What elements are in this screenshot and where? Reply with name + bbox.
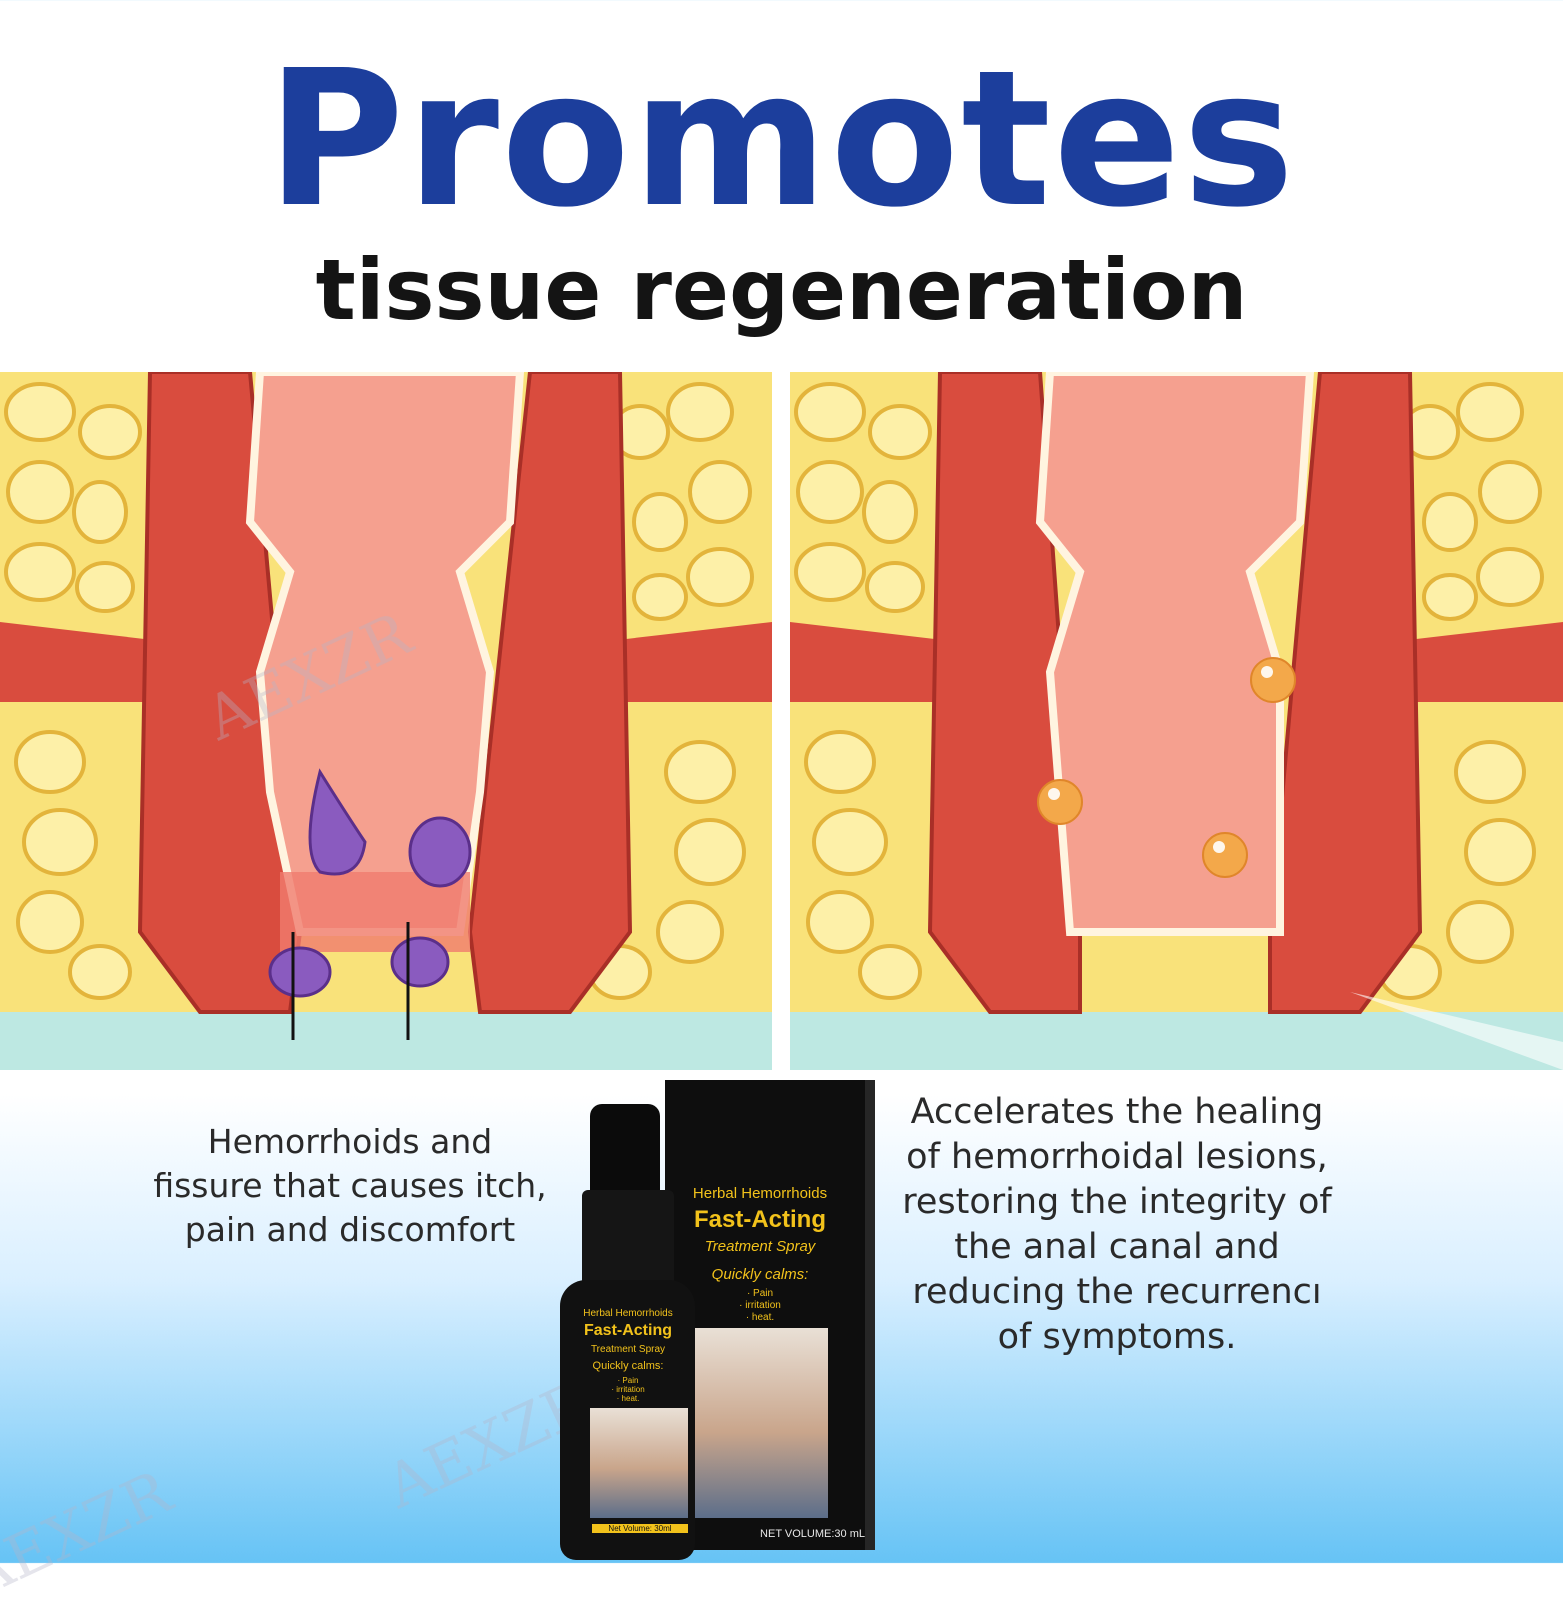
bottle-bullet: · Pain (617, 1376, 639, 1385)
box-bullet: · irritation (739, 1300, 781, 1311)
bottle-photo (590, 1408, 688, 1518)
caption-line: the anal canal and (954, 1227, 1280, 1267)
box-bullet: · heat. (745, 1312, 775, 1323)
fat-cells (4, 382, 754, 1000)
caption-line: reducing the recurrencı (912, 1272, 1322, 1312)
bottle-brand: Herbal Hemorrhoids (583, 1308, 673, 1319)
caption-line: fissure that causes itch, (153, 1166, 547, 1205)
after-caption: Accelerates the healing of hemorrhoidal … (872, 1090, 1362, 1360)
caption-line: Accelerates the healing (910, 1092, 1324, 1132)
watermark: AEXZR (0, 1457, 182, 1613)
box-bullet: · Pain (746, 1288, 774, 1299)
caption-line: restoring the integrity of (902, 1182, 1332, 1222)
bottle-neck (582, 1190, 674, 1290)
spray-bottle: Herbal Hemorrhoids Fast-Acting Treatment… (560, 1280, 695, 1560)
anatomy-illustration-after (790, 372, 1563, 1070)
box-volume: NET VOLUME:30 mL (760, 1528, 865, 1540)
caption-line: of symptoms. (997, 1317, 1237, 1357)
caption-line: Hemorrhoids and (207, 1122, 493, 1161)
fat-cells (794, 382, 1544, 1000)
headline: Promotes (266, 30, 1297, 249)
caption-line: of hemorrhoidal lesions, (906, 1137, 1328, 1177)
panel-divider (772, 372, 790, 1070)
box-name: Fast-Acting (694, 1206, 826, 1233)
anatomy-illustration-before: AEXZR (0, 372, 772, 1070)
bottle-name: Fast-Acting (584, 1322, 672, 1339)
bottle-bullet: · heat. (616, 1394, 640, 1403)
bottle-bullet: · irritation (611, 1385, 645, 1394)
spray-cap (590, 1104, 660, 1194)
product-photo (693, 1328, 828, 1518)
caption-line: pain and discomfort (184, 1210, 516, 1249)
box-type: Treatment Spray (704, 1238, 816, 1255)
bottle-volume: Net Volume: 30ml (592, 1524, 688, 1533)
box-brand: Herbal Hemorrhoids (692, 1185, 828, 1202)
product-box: Herbal Hemorrhoids Fast-Acting Treatment… (665, 1080, 875, 1550)
product-image: Herbal Hemorrhoids Fast-Acting Treatment… (560, 1080, 880, 1560)
bottle-claim: Quickly calms: (592, 1360, 664, 1372)
subheadline: tissue regeneration (315, 241, 1248, 339)
before-caption: Hemorrhoids and fissure that causes itch… (110, 1120, 590, 1252)
inflamed-hemorrhoids (268, 768, 472, 998)
box-claim: Quickly calms: (711, 1266, 809, 1283)
bottle-type: Treatment Spray (590, 1344, 666, 1355)
